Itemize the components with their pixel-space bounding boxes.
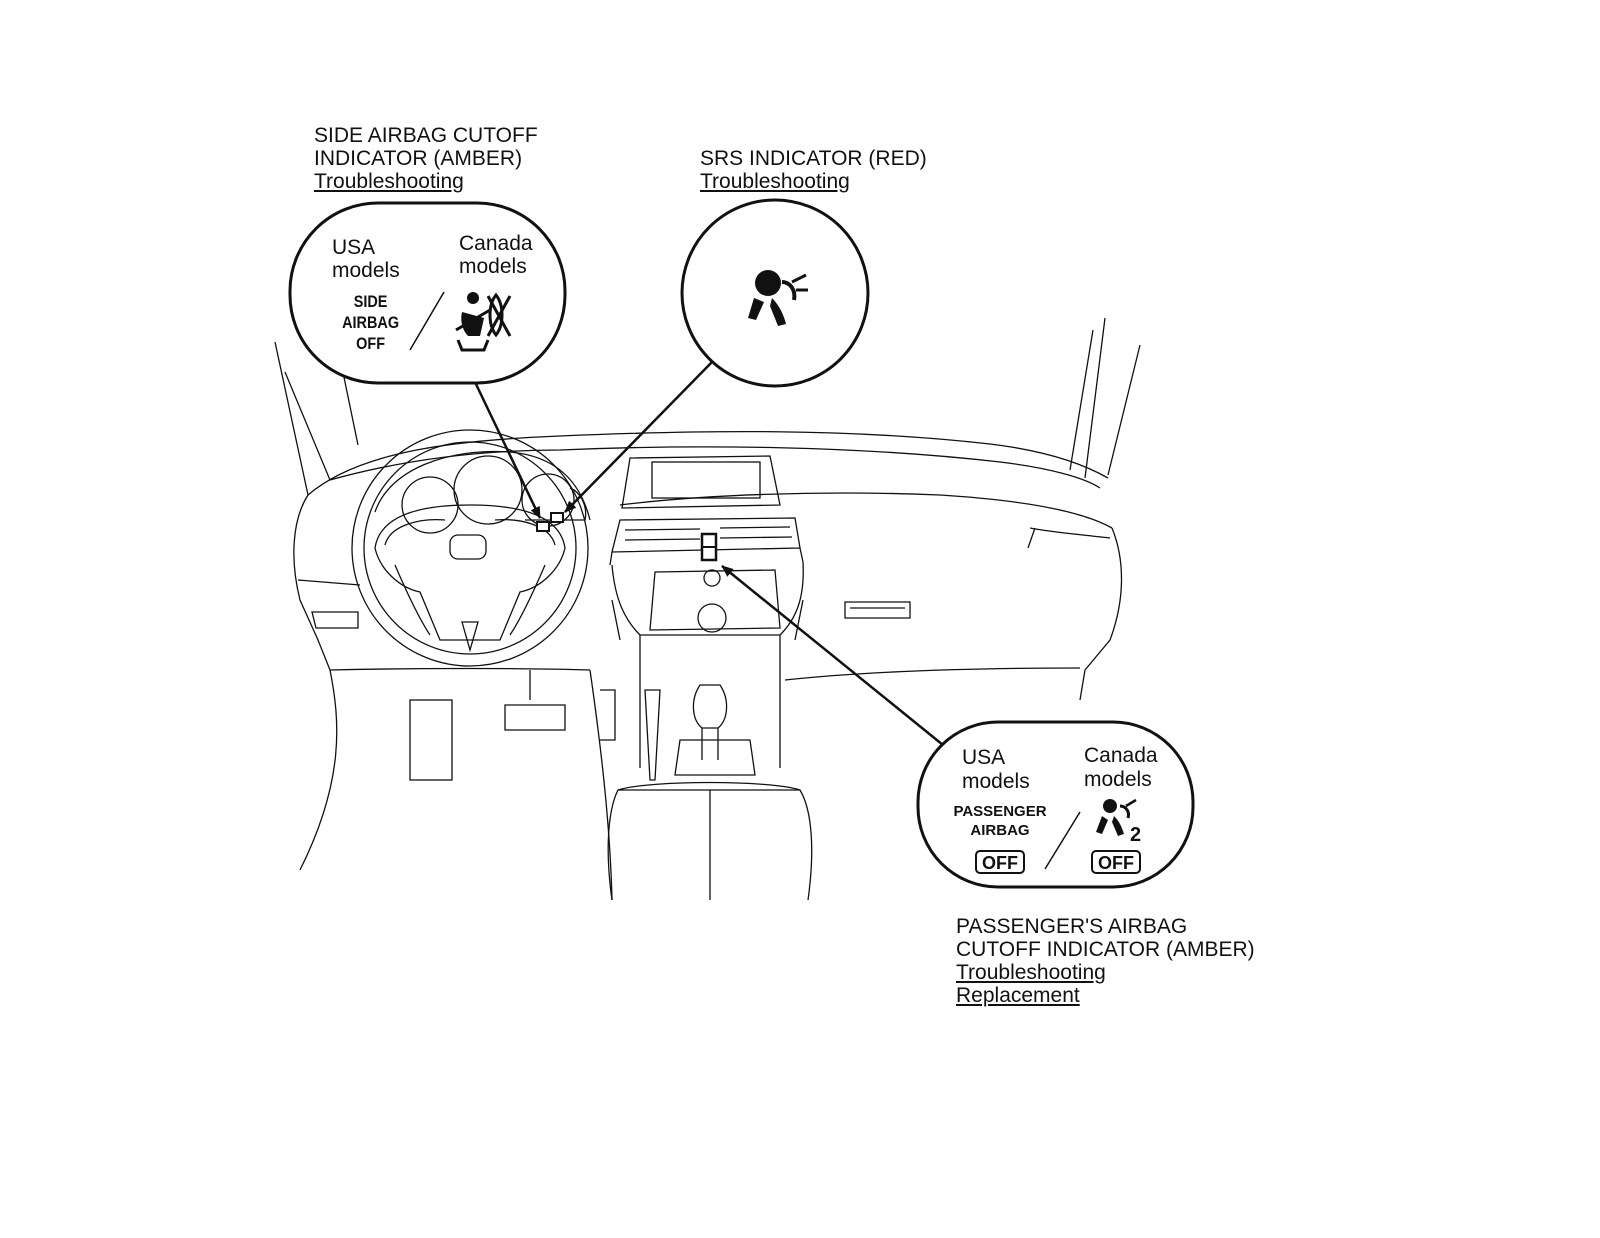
passenger-usa-label-line2: models [962,770,1030,793]
passenger-airbag-arrow [721,565,944,746]
side-usa-label-line1: USA [332,236,375,259]
steering-column-notch [461,621,479,653]
dashboard-lower-left [293,494,331,671]
canada-off-box [1091,850,1141,874]
side-divider-slash [409,291,445,351]
srs-airbag-icon [748,270,808,326]
passenger-airbag-title-line1: PASSENGER'S AIRBAG [956,915,1188,938]
parking-brake [644,689,661,781]
usa-off-box [975,850,1025,874]
side-airbag-title-line2: INDICATOR (AMBER) [314,147,523,170]
side-usa-label-line2: models [332,259,400,282]
dashboard-illustration [274,317,1141,901]
srs-title-line1: SRS INDICATOR (RED) [700,147,927,170]
passenger-airbag-replacement-link[interactable]: Replacement [956,984,1080,1007]
passenger-divider-slash [1044,811,1081,870]
armrest-top [617,781,801,791]
side-airbag-callout-bubble: USA models Canada models SIDE AIRBAG OFF [288,201,567,385]
passenger-airbag-title-block: PASSENGER'S AIRBAG CUTOFF INDICATOR (AMB… [956,915,1255,1007]
steering-wheel-inner [363,441,577,655]
passenger-usa-label-line1: USA [962,746,1005,769]
right-a-pillar [1069,317,1141,479]
srs-troubleshooting-link[interactable]: Troubleshooting [700,170,850,193]
passenger-airbag-troubleshooting-link[interactable]: Troubleshooting [956,961,1106,984]
side-symbol-line3: OFF [356,335,385,353]
side-airbag-troubleshooting-link[interactable]: Troubleshooting [314,170,464,193]
passenger-symbol-line2: AIRBAG [970,822,1029,839]
passenger-canada-label-line2: models [1084,768,1152,791]
console-side-lines [611,599,804,768]
audio-knob-bottom [697,603,727,633]
steering-horn-emblem [449,534,487,560]
kick-panel [529,670,616,741]
srs-callout-bubble [680,198,870,388]
dashboard-top [307,430,1109,496]
side-airbag-off-icon [455,292,512,352]
center-console-panel [611,561,804,636]
center-vents [609,517,804,566]
side-airbag-title-block: SIDE AIRBAG CUTOFF INDICATOR (AMBER) Tro… [314,124,538,193]
usa-off-label: OFF [982,853,1018,873]
passenger-airbag-title-line2: CUTOFF INDICATOR (AMBER) [956,938,1255,961]
steering-wheel-hub [374,504,566,641]
pedal-left [409,699,453,781]
canada-passenger-digit: 2 [1130,824,1141,846]
srs-arrow [564,361,713,513]
srs-title-block: SRS INDICATOR (RED) Troubleshooting [700,147,927,193]
srs-indicator-marker [550,512,564,523]
knee-panel-right [784,527,1111,681]
passenger-airbag-off-icon [1096,798,1137,836]
side-airbag-off-symbol: SIDE AIRBAG OFF [342,293,399,353]
side-canada-label-line1: Canada [459,232,533,255]
nav-screen-housing [621,455,781,509]
gauge-center [453,455,523,525]
steering-wheel-spokes [384,519,556,636]
gauge-right [521,473,575,527]
passenger-symbol-line1: PASSENGER [953,803,1046,820]
side-symbol-line2: AIRBAG [342,314,399,332]
center-vent-slats [624,526,793,541]
center-armrest [607,789,813,901]
dashboard-brow [329,446,1101,489]
canada-off-label: OFF [1098,853,1134,873]
footwell-left [299,669,613,901]
dashboard-lower-right [1079,527,1123,701]
side-airbag-title-line1: SIDE AIRBAG CUTOFF [314,124,538,147]
cluster-display [525,487,587,521]
side-airbag-arrow [473,381,542,519]
side-canada-label-line2: models [459,255,527,278]
steering-wheel-outer [351,429,589,667]
shift-knob [692,684,728,729]
pedal-right [504,704,566,731]
passenger-airbag-callout-bubble: USA models Canada models PASSENGER AIRBA… [916,720,1195,889]
side-airbag-indicator-marker [536,521,550,532]
passenger-canada-label-line1: Canada [1084,744,1158,767]
audio-panel [649,569,781,631]
knee-panel-left [297,579,591,671]
audio-knob-top [703,569,721,587]
nav-screen [651,461,761,499]
shift-gate [674,728,756,776]
side-symbol-line1: SIDE [354,293,388,311]
indicator-markers [536,512,718,562]
leader-arrows [473,361,944,746]
